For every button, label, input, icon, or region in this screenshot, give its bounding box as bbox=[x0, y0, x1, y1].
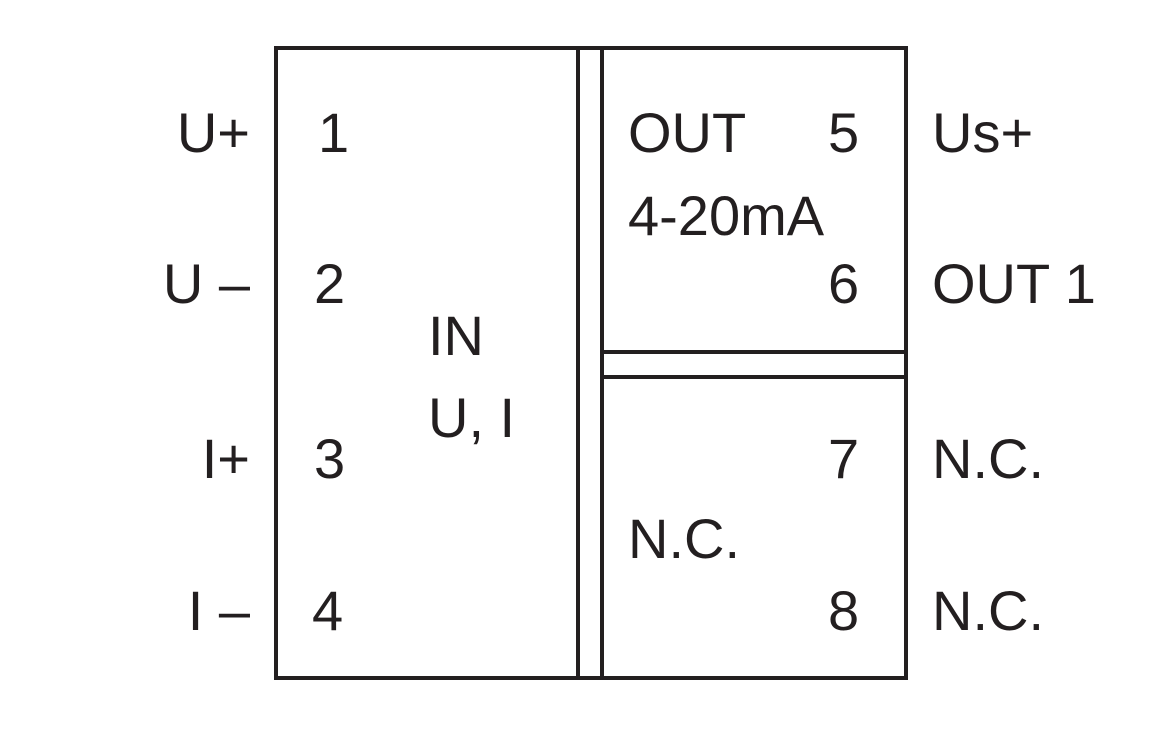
terminal-8: 8 bbox=[828, 579, 859, 642]
terminal-2: 2 bbox=[314, 252, 345, 315]
right-label-8: N.C. bbox=[932, 579, 1044, 642]
right-label-6: OUT 1 bbox=[932, 252, 1096, 315]
left-label-4: I – bbox=[188, 579, 251, 642]
right-label-7: N.C. bbox=[932, 427, 1044, 490]
input-block-title: IN bbox=[428, 304, 484, 367]
left-label-3: I+ bbox=[202, 427, 250, 490]
terminal-1: 1 bbox=[318, 101, 349, 164]
nc-block-label: N.C. bbox=[628, 507, 740, 570]
left-label-2: U – bbox=[163, 252, 251, 315]
input-block-types: U, I bbox=[428, 386, 515, 449]
terminal-7: 7 bbox=[828, 427, 859, 490]
output-block-range: 4-20mA bbox=[628, 184, 825, 247]
module-outline bbox=[274, 46, 908, 680]
terminal-6: 6 bbox=[828, 252, 859, 315]
right-label-5: Us+ bbox=[932, 101, 1033, 164]
output-block-title: OUT bbox=[628, 101, 746, 164]
left-label-1: U+ bbox=[177, 101, 250, 164]
terminal-5: 5 bbox=[828, 101, 859, 164]
terminal-3: 3 bbox=[314, 427, 345, 490]
terminal-4: 4 bbox=[312, 579, 343, 642]
